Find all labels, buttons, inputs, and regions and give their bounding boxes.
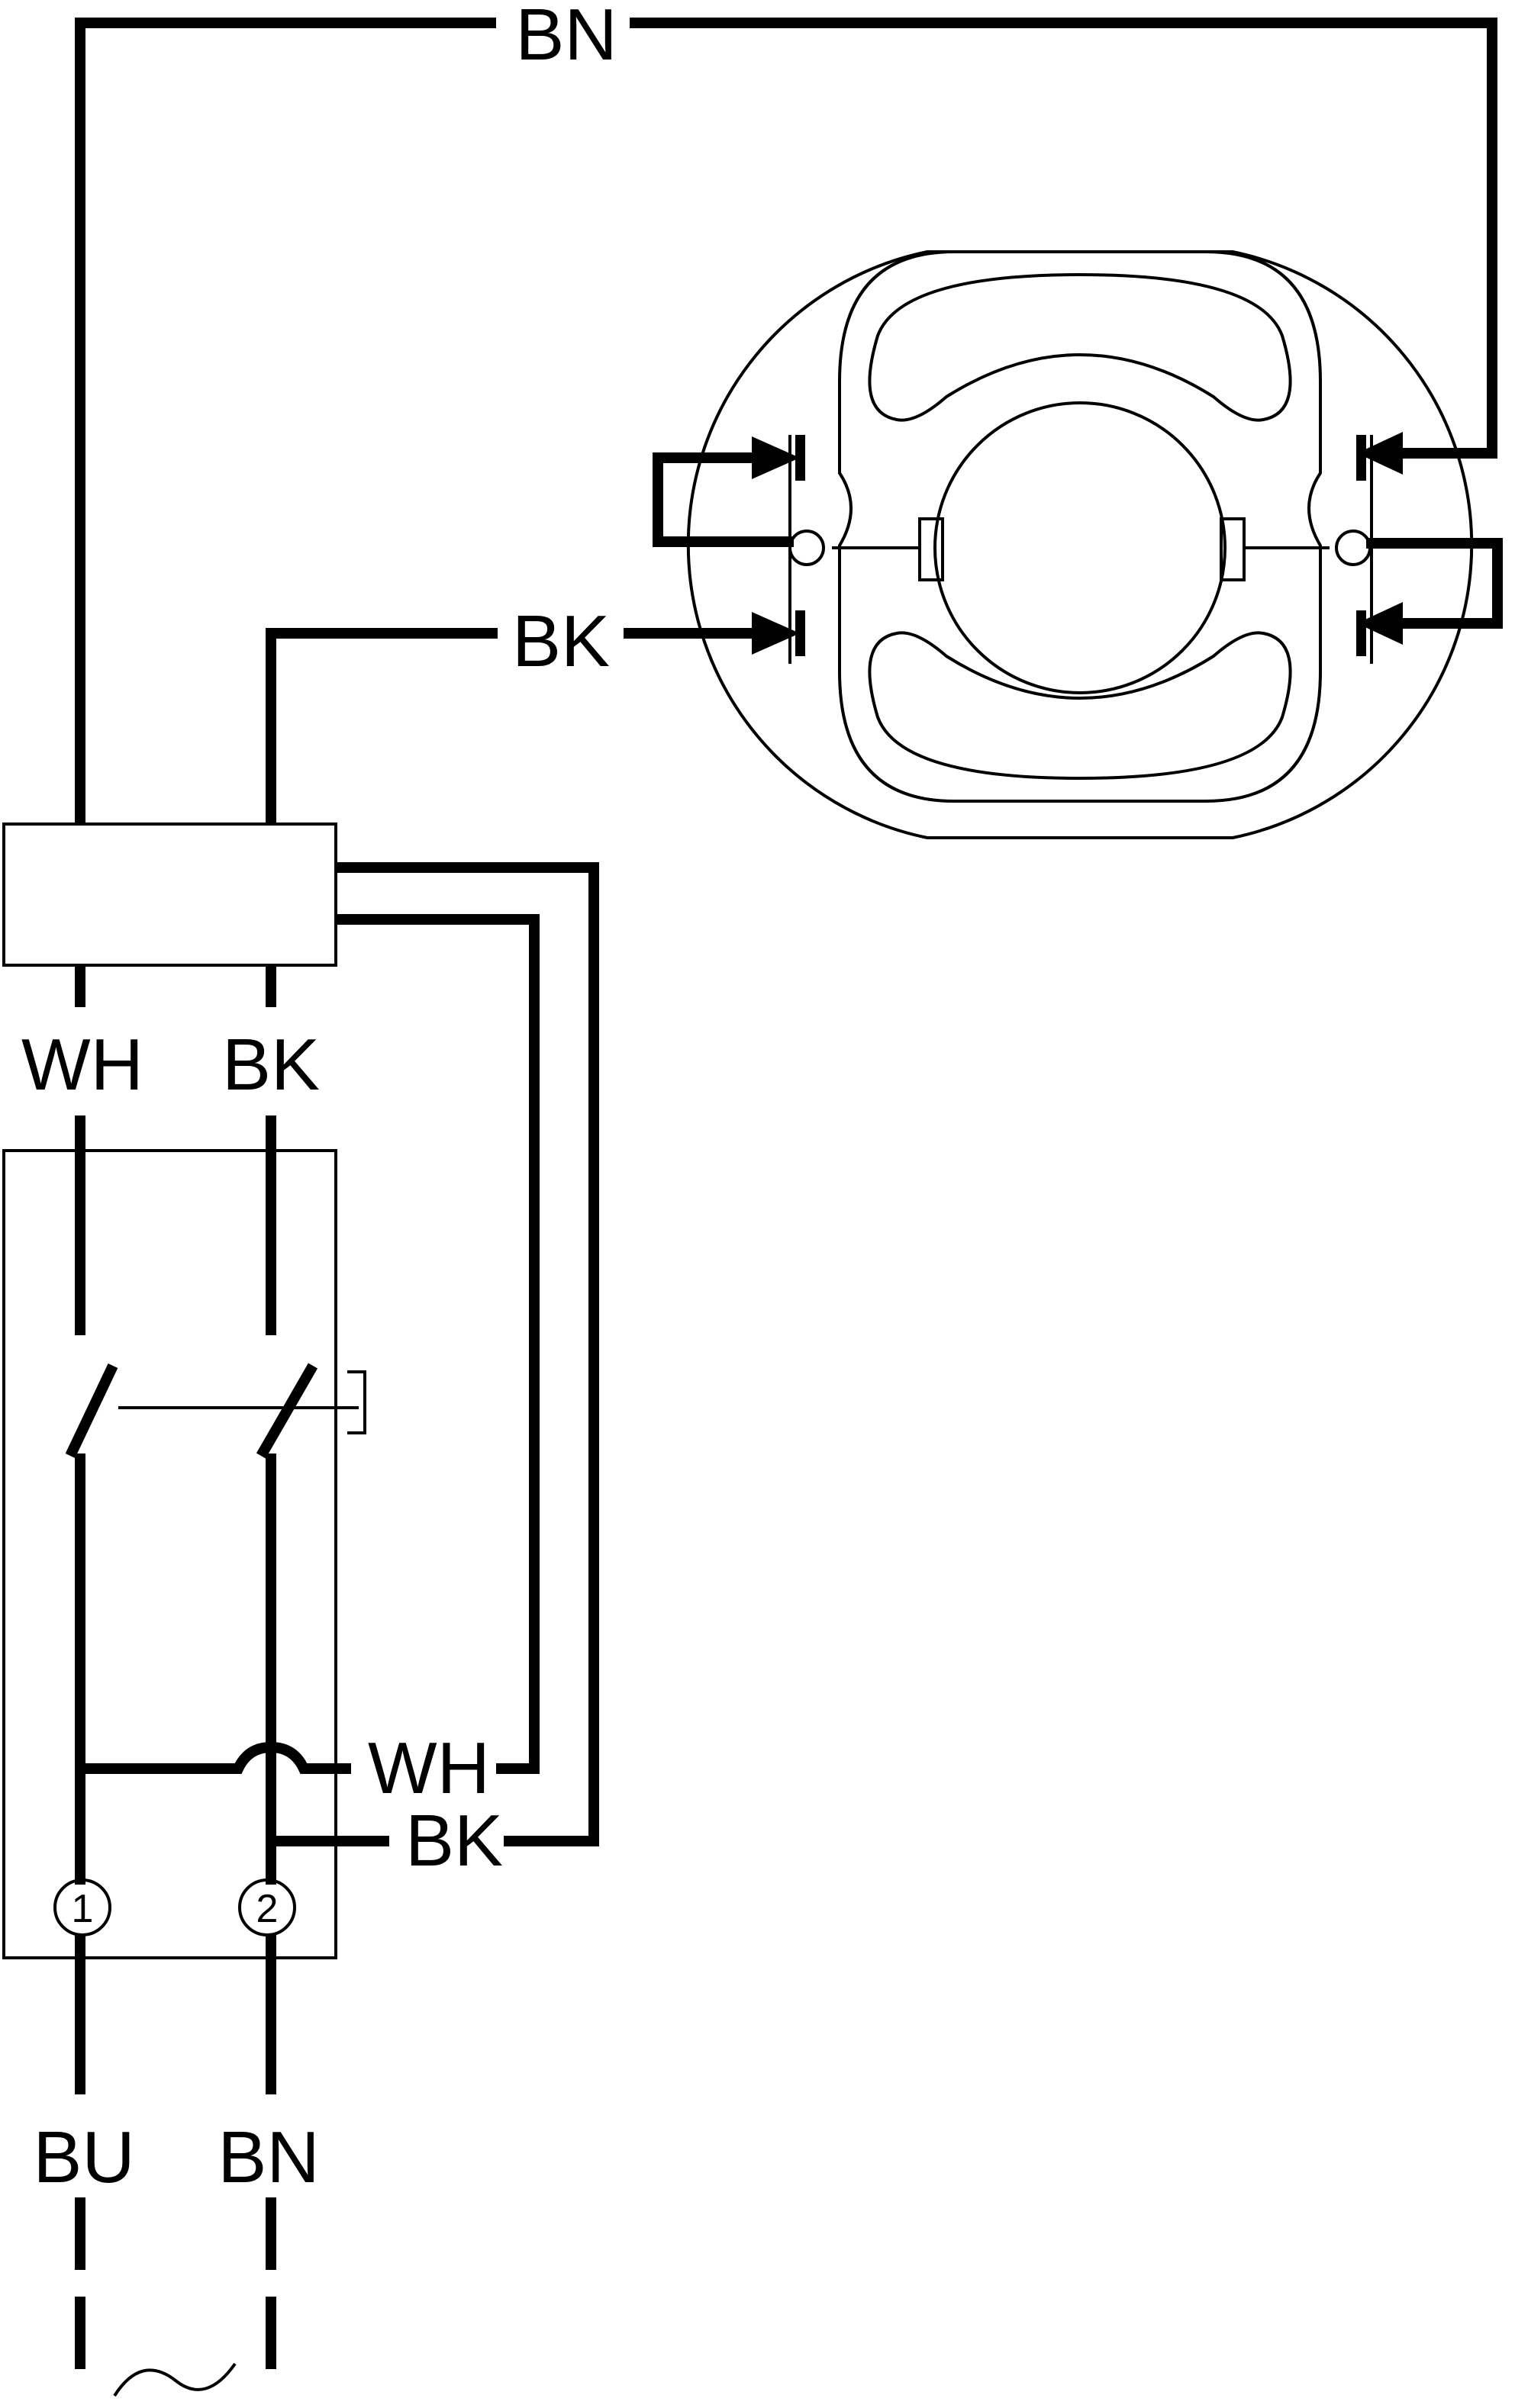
arrow-right-bottom [1357,602,1403,645]
arrow-left-bottom [752,612,800,655]
arrow-right-top [1357,432,1403,475]
wire-bn-top [75,18,1497,824]
connector-block [2,823,337,967]
wire-bridge-left [653,452,794,547]
label-bk-switch: BK [405,1800,503,1882]
label-wh-switch: WH [368,1727,490,1809]
arrow-left-top [752,436,800,479]
terminal-1-label: 1 [72,1887,94,1931]
wire-return-bk [336,862,599,1846]
label-bn-supply: BN [218,2117,319,2198]
terminal-2-label: 2 [256,1887,279,1931]
label-bn-top: BN [515,0,617,76]
label-bk-motor: BK [512,600,610,682]
wire-return-wh [336,914,540,1774]
label-wh-block: WH [21,1024,143,1106]
label-bk-block: BK [222,1024,320,1106]
wire-wh-internal [80,1741,351,1774]
wire-bridge-right [1366,538,1503,629]
label-bu-supply: BU [33,2117,134,2198]
switch-contacts [65,1363,366,1459]
motor [686,250,1474,839]
supply-dashes [75,2197,276,2369]
ac-symbol-icon [113,2362,237,2397]
switch-enclosure [2,1149,337,1959]
